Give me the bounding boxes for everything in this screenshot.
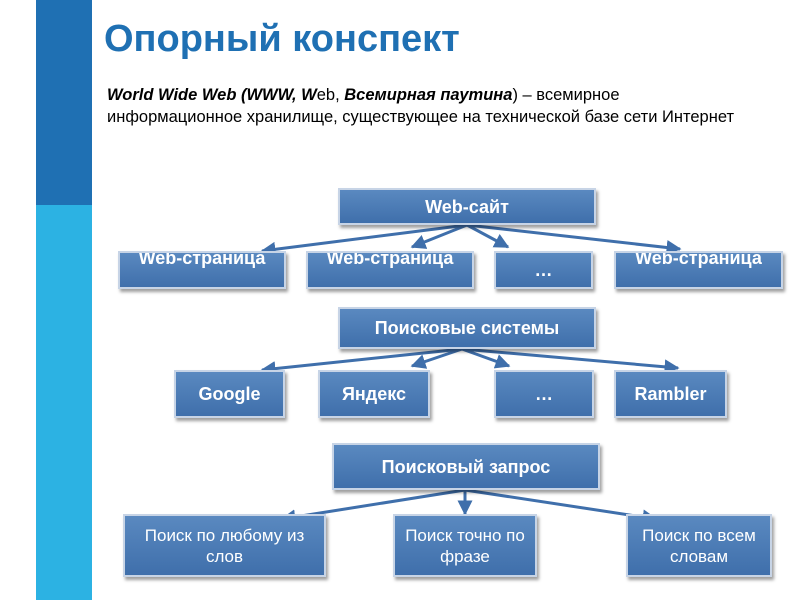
- definition-body: ) – всемирное информационное хранилище, …: [107, 86, 734, 126]
- search-mode-label-any-words: Поиск по любому из слов: [144, 525, 305, 566]
- search-mode-box-any-words: Поиск по любому из слов: [123, 514, 326, 577]
- definition-term-ru: Всемирная паутина: [344, 86, 513, 104]
- search-engine-box-yandex: Яндекс: [318, 370, 430, 418]
- website-child-box-3: …: [494, 251, 593, 289]
- search-mode-box-all-words: Поиск по всем словам: [626, 514, 772, 577]
- search-engine-label-ellipsis: …: [535, 384, 553, 404]
- website-child-box-4: Web-страница: [614, 251, 783, 289]
- website-child-box-1: Web-страница: [118, 251, 286, 289]
- definition-text: World Wide Web (WWW, Web, Всемирная паут…: [107, 84, 747, 128]
- search-engines-root-label: Поисковые системы: [374, 318, 560, 338]
- definition-term-rest: eb,: [316, 86, 345, 104]
- search-engines-root-box: Поисковые системы: [338, 307, 596, 349]
- arrow-engines-to-google: [260, 347, 463, 377]
- arrow-site-to-page-1: [260, 223, 468, 257]
- website-root-label: Web-сайт: [425, 196, 509, 217]
- website-root-box: Web-сайт: [338, 188, 596, 225]
- website-child-label-2: Web-страница: [326, 251, 454, 268]
- definition-term: World Wide Web (WWW, W: [107, 86, 317, 104]
- search-query-root-label: Поисковый запрос: [381, 456, 551, 477]
- search-engine-box-rambler: Rambler: [614, 370, 727, 418]
- accent-strip-dark: [36, 0, 92, 205]
- arrow-engines-to-rambler: [461, 347, 680, 375]
- arrow-site-to-ellipsis: [466, 223, 510, 249]
- search-engine-label-yandex: Яндекс: [341, 384, 407, 404]
- arrow-site-to-page-2: [410, 223, 468, 249]
- website-child-box-2: Web-страница: [306, 251, 474, 289]
- arrow-site-to-page-4: [466, 223, 682, 255]
- search-engine-box-ellipsis: …: [494, 370, 594, 418]
- arrow-engines-to-ellipsis: [461, 347, 511, 369]
- search-mode-box-phrase: Поиск точно по фразе: [393, 514, 537, 577]
- search-engine-label-rambler: Rambler: [634, 384, 707, 404]
- search-mode-label-phrase: Поиск точно по фразе: [405, 525, 525, 566]
- website-child-label-1: Web-страница: [138, 251, 266, 268]
- search-engine-label-google: Google: [198, 384, 261, 404]
- website-child-label-3: …: [534, 260, 553, 280]
- website-child-label-4: Web-страница: [635, 251, 762, 268]
- accent-strip-light: [36, 205, 92, 600]
- arrow-query-to-all-words: [464, 488, 658, 525]
- page-title: Опорный конспект: [104, 18, 460, 60]
- search-query-root-box: Поисковый запрос: [332, 443, 600, 490]
- arrow-engines-to-yandex: [410, 347, 463, 369]
- search-mode-label-all-words: Поиск по всем словам: [642, 525, 756, 566]
- search-engine-box-google: Google: [174, 370, 285, 418]
